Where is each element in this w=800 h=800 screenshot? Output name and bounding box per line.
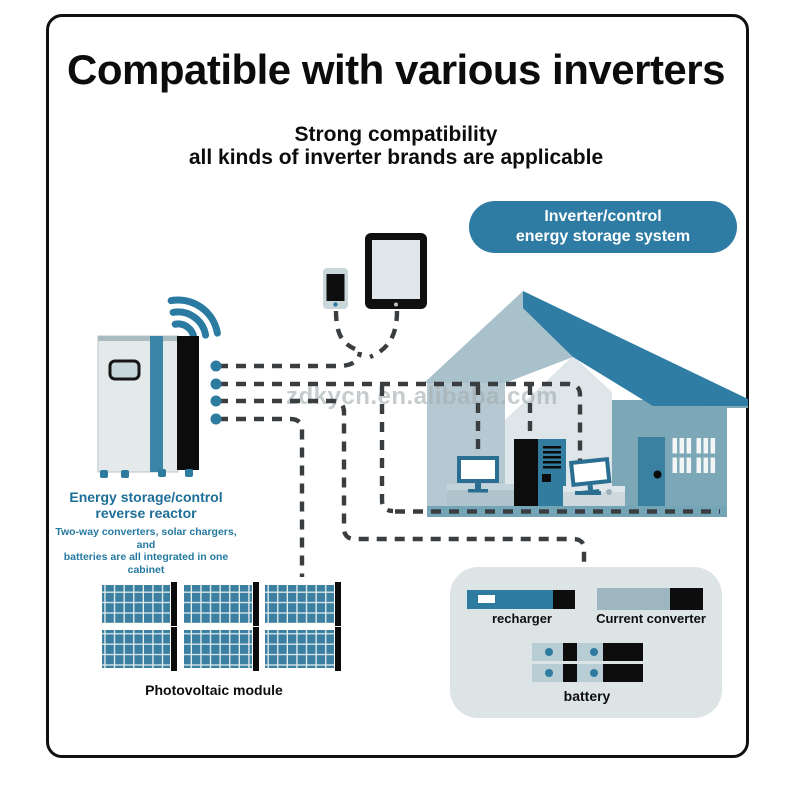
components-panel <box>450 567 722 718</box>
house-icon <box>424 291 748 517</box>
storage-unit-label: Energy storage/control reverse reactor T… <box>46 489 246 577</box>
callout-line-2: energy storage system <box>515 228 691 245</box>
storage-cabinet-icon <box>97 335 199 478</box>
door-icon <box>638 437 665 512</box>
solar-panel-icon <box>100 582 342 671</box>
callout-line-1: Inverter/control <box>544 208 662 225</box>
converter-link-line <box>218 398 587 569</box>
page-title: Compatible with various inverters <box>66 46 726 93</box>
storage-label-line-1: Energy storage/control <box>69 489 223 505</box>
watermark-text: zdkycn.en.alibaba.com <box>286 383 558 410</box>
border-frame <box>46 14 749 758</box>
battery-cells-icon <box>532 643 643 682</box>
port-dots <box>210 360 222 425</box>
window-icon <box>672 438 716 473</box>
storage-desc-line-1: Two-way converters, solar chargers, and <box>55 526 237 551</box>
storage-desc-line-2: batteries are all integrated in one cabi… <box>63 551 229 576</box>
tablet-link-line <box>369 310 400 360</box>
current-converter-bar-icon <box>597 588 703 610</box>
connection-lines <box>218 310 720 577</box>
battery-label: battery <box>563 688 611 704</box>
inverter-callout-badge: Inverter/control energy storage system <box>469 201 737 253</box>
recharger-bar-icon <box>467 590 575 609</box>
phone-link-line <box>333 310 356 352</box>
server-cabinet-icon <box>514 439 566 517</box>
tablet-icon <box>365 233 427 309</box>
current-converter-label: Current converter <box>596 611 706 626</box>
subtitle-line-2: all kinds of inverter brands are applica… <box>188 146 604 169</box>
storage-label-line-2: reverse reactor <box>95 505 197 522</box>
devices-link-line <box>218 351 363 369</box>
house-link-line <box>218 381 583 460</box>
photovoltaic-label: Photovoltaic module <box>145 682 283 698</box>
ground-link-line <box>379 386 394 514</box>
smartphone-icon <box>323 268 348 309</box>
subtitle-line-1: Strong compatibility <box>294 123 498 146</box>
wifi-icon <box>167 296 221 341</box>
recharger-label: recharger <box>492 611 552 626</box>
solar-link-line <box>218 416 305 577</box>
